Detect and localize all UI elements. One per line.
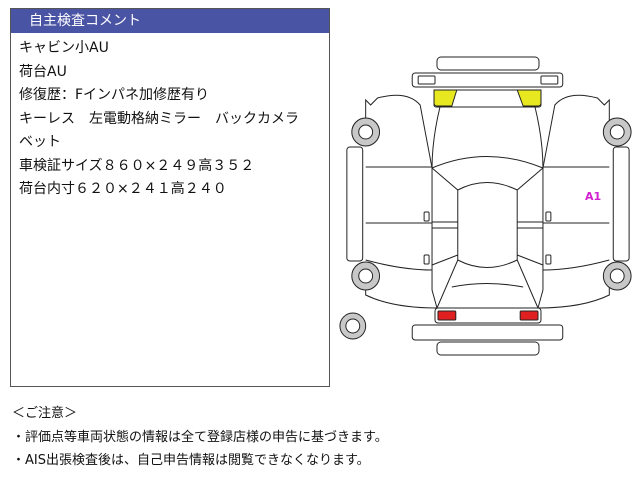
taillight-left	[437, 310, 457, 321]
wheels	[339, 117, 632, 340]
comment-line: キーレス 左電動格納ミラー バックカメラ	[19, 110, 299, 127]
comment-line: 荷台AU	[19, 63, 67, 80]
comment-box: 自主検査コメント キャビン小AU 荷台AU 修復歴：Fインパネ加修歴有り キーレ…	[10, 8, 330, 387]
taillight-right	[519, 310, 539, 321]
damage-marker-a1: A1	[585, 190, 602, 203]
side-skirt-left	[346, 146, 364, 262]
notes-heading: ＜ご注意＞	[12, 406, 78, 421]
hood	[431, 106, 544, 169]
headlight-left	[433, 89, 458, 107]
side-skirt-right	[612, 146, 630, 262]
vehicle-damage-diagram	[339, 56, 632, 356]
rear-panel	[434, 307, 542, 324]
rear-bumper-bottom	[436, 341, 540, 356]
front-bumper-top	[436, 56, 540, 71]
front-bumper	[411, 72, 564, 88]
comment-line: ベット	[19, 134, 61, 150]
notes: ＜ご注意＞ ・評価点等車両状態の情報は全て登録店様の申告に基づきます。 ・AIS…	[12, 402, 388, 473]
comment-box-title: 自主検査コメント	[11, 9, 329, 33]
note-item: ・AIS出張検査後は、自己申告情報は閲覧できなくなります。	[12, 453, 370, 468]
comment-line: 修復歴：Fインパネ加修歴有り	[19, 87, 210, 103]
headlight-right	[516, 89, 542, 107]
comment-lines: キャビン小AU 荷台AU 修復歴：Fインパネ加修歴有り キーレス 左電動格納ミラ…	[11, 33, 329, 202]
note-item: ・評価点等車両状態の情報は全て登録店様の申告に基づきます。	[12, 429, 388, 445]
roof	[431, 167, 544, 309]
comment-line: 荷台内寸６２０×２４１高２４０	[19, 181, 227, 197]
rear-bumper	[411, 324, 564, 341]
comment-line: キャビン小AU	[19, 40, 109, 56]
comment-line: 車検証サイズ８６０×２４９高３５２	[19, 157, 255, 174]
